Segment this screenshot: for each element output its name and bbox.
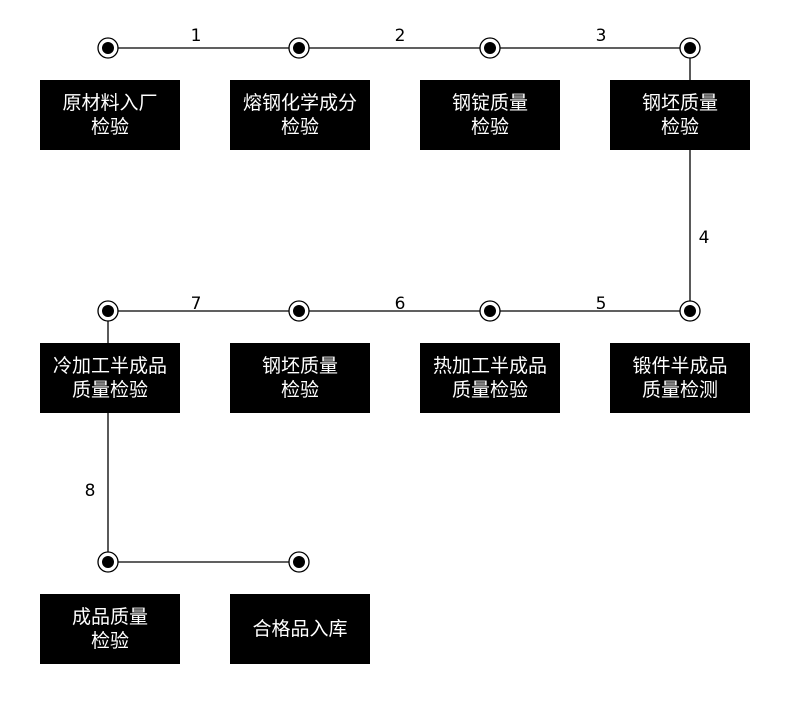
step-label-line2: 质量检验: [71, 379, 148, 401]
step-raw-material-inspection: 原材料入厂 检验: [40, 80, 180, 150]
step-label-line2: 检验: [660, 116, 699, 138]
step-label-line2: 检验: [280, 116, 319, 138]
step-label-line1: 钢坯质量: [641, 92, 718, 114]
node-dot: [97, 37, 119, 59]
connector-label-2: 2: [395, 26, 406, 46]
connector-label-6: 6: [395, 294, 406, 314]
step-label-line1: 锻件半成品: [632, 355, 728, 377]
step-finished-product-inspection: 成品质量 检验: [40, 594, 180, 664]
step-label-line2: 检验: [280, 379, 319, 401]
step-label-line2: 检验: [90, 116, 129, 138]
step-molten-steel-chemistry-inspection: 熔钢化学成分 检验: [230, 80, 370, 150]
connector-label-8: 8: [85, 481, 96, 501]
node-dot: [288, 551, 310, 573]
connector-label-5: 5: [596, 294, 607, 314]
node-dot: [288, 300, 310, 322]
step-qualified-warehousing: 合格品入库: [230, 594, 370, 664]
step-billet-quality-inspection-2: 钢坯质量 检验: [230, 343, 370, 413]
step-label-line2: 检验: [470, 116, 509, 138]
step-label-line1: 合格品入库: [252, 618, 348, 640]
step-label-line1: 钢坯质量: [261, 355, 338, 377]
node-dot: [679, 37, 701, 59]
connector-label-4: 4: [699, 228, 710, 248]
node-dot: [679, 300, 701, 322]
step-label-line1: 冷加工半成品: [52, 355, 167, 377]
connector-labels: 1 2 3 4 5 6 7 8: [85, 26, 710, 501]
step-label-line2: 检验: [90, 630, 129, 652]
step-label-line1: 熔钢化学成分: [242, 92, 357, 114]
connector-nodes: [97, 37, 701, 573]
connector-label-3: 3: [596, 26, 607, 46]
step-ingot-quality-inspection: 钢锭质量 检验: [420, 80, 560, 150]
step-billet-quality-inspection: 钢坯质量 检验: [610, 80, 750, 150]
step-label-line1: 成品质量: [71, 606, 148, 628]
node-dot: [97, 551, 119, 573]
step-label-line1: 热加工半成品: [432, 355, 547, 377]
step-label-line2: 质量检验: [451, 379, 528, 401]
node-dot: [97, 300, 119, 322]
step-hot-work-semifinished-inspection: 热加工半成品 质量检验: [420, 343, 560, 413]
connector-label-1: 1: [191, 26, 202, 46]
step-cold-work-semifinished-inspection: 冷加工半成品 质量检验: [40, 343, 180, 413]
step-label-line2: 质量检测: [641, 379, 718, 401]
connector-label-7: 7: [191, 294, 202, 314]
step-label-line1: 钢锭质量: [451, 92, 528, 114]
step-label-line1: 原材料入厂: [62, 92, 158, 114]
node-dot: [288, 37, 310, 59]
node-dot: [479, 300, 501, 322]
step-forging-semifinished-inspection: 锻件半成品 质量检测: [610, 343, 750, 413]
node-dot: [479, 37, 501, 59]
